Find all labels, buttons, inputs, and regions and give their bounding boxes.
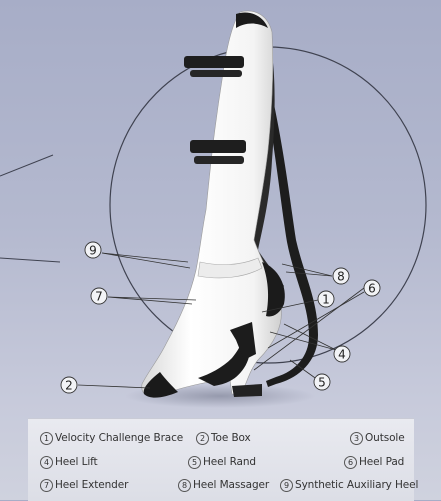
svg-text:6: 6 — [368, 282, 376, 296]
background-line-lower — [0, 258, 60, 262]
callout-6: 6 — [364, 280, 380, 296]
svg-text:2: 2 — [65, 379, 73, 393]
legend-item-9: 9Synthetic Auxiliary Heel — [280, 479, 418, 492]
callout-8: 8 — [333, 268, 349, 284]
svg-text:9: 9 — [89, 244, 97, 258]
callout-2: 2 — [61, 377, 77, 393]
callout-4: 4 — [334, 346, 350, 362]
legend-item-1: 1Velocity Challenge Brace — [40, 432, 183, 445]
strap-middle — [190, 140, 246, 153]
callout-7: 7 — [91, 288, 107, 304]
legend-item-5: 5Heel Rand — [188, 456, 256, 469]
svg-text:5: 5 — [318, 376, 326, 390]
legend-item-6: 6Heel Pad — [344, 456, 404, 469]
legend-item-4: 4Heel Lift — [40, 456, 98, 469]
background-line-upper — [0, 155, 53, 176]
strap-middle-lower — [194, 156, 244, 164]
legend-item-8: 8Heel Massager — [178, 479, 269, 492]
outsole — [232, 384, 262, 397]
legend-item-3: 3Outsole — [350, 432, 405, 445]
strap-top-lower — [190, 70, 242, 77]
svg-text:7: 7 — [95, 290, 103, 304]
strap-top — [184, 56, 244, 68]
parts-legend: 1Velocity Challenge Brace 2Toe Box 3Outs… — [28, 418, 414, 501]
legend-item-7: 7Heel Extender — [40, 479, 128, 492]
svg-text:1: 1 — [322, 293, 330, 307]
svg-text:8: 8 — [337, 270, 345, 284]
svg-text:4: 4 — [338, 348, 346, 362]
callout-9: 9 — [85, 242, 101, 258]
legend-item-2: 2Toe Box — [196, 432, 251, 445]
callout-5: 5 — [314, 374, 330, 390]
callout-1: 1 — [318, 291, 334, 307]
